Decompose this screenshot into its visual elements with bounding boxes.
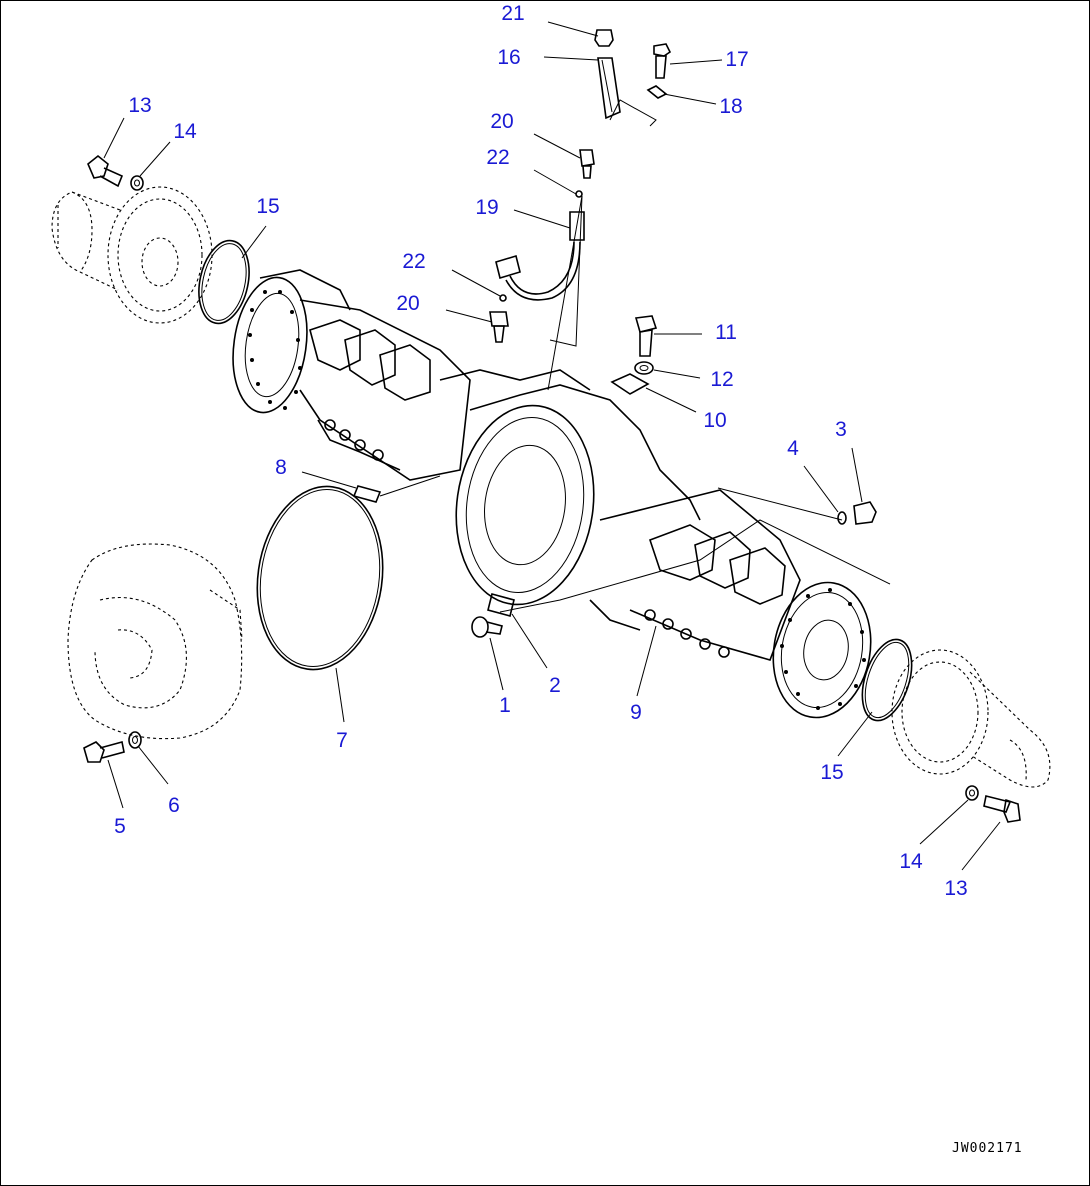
washer-12 [634,361,654,375]
callout-4: 4 [787,437,799,460]
bolt-11 [634,315,658,357]
callout-19: 19 [475,196,499,219]
callout-14-upper-left: 14 [173,120,197,143]
o-ring-22-lower [499,294,507,302]
callout-21: 21 [501,2,525,25]
bolt-5 [83,741,125,763]
callout-9: 9 [630,701,642,724]
callout-18: 18 [719,95,743,118]
right-flange-holes [780,588,866,710]
left-flange-holes [248,290,302,410]
washer-4 [837,511,847,525]
bolt-13-lower-right [983,795,1021,823]
bolt-17 [653,43,672,79]
o-ring-22-upper [575,190,583,198]
differential-assembly [67,543,243,740]
axle-housing [232,269,872,719]
left-final-drive-hub [51,186,213,324]
washer-14-upper-left [130,175,144,191]
callout-14-lower-right: 14 [899,850,923,873]
callout-5: 5 [114,815,126,838]
callout-22-lower: 22 [402,250,426,273]
right-final-drive-hub [891,649,1051,788]
callout-20-lower: 20 [396,292,420,315]
callout-22-upper: 22 [486,146,510,169]
callout-13-upper-left: 13 [128,94,152,117]
guide-lines [379,99,891,613]
cap-21 [594,29,614,47]
plug-1 [471,616,503,638]
bolt-13-upper-left [87,154,124,188]
callout-8: 8 [275,456,287,479]
o-ring-7 [256,485,384,671]
washer-18 [646,85,668,99]
plug-3 [853,501,877,525]
pin-8 [352,485,382,503]
cover-10 [610,373,650,395]
callout-2: 2 [549,674,561,697]
callout-13-lower-right: 13 [944,877,968,900]
o-ring-15-upper-left [198,239,250,325]
leader-lines [103,21,1001,871]
washer-14-lower-right [965,785,979,801]
callout-7: 7 [336,729,348,752]
o-ring-15-lower-right [861,638,913,722]
hose-19 [495,211,585,301]
callout-6: 6 [168,794,180,817]
breather-tube-16 [597,57,621,120]
callout-10: 10 [703,409,727,432]
callout-12: 12 [710,368,734,391]
callout-17: 17 [725,48,749,71]
drawing-reference-code: JW002171 [952,1141,1023,1156]
callout-20-upper: 20 [490,110,514,133]
callout-11: 11 [715,321,737,344]
callout-3: 3 [835,418,847,441]
elbow-20-upper [579,149,595,179]
fitting-20-lower [489,311,509,343]
washer-6 [128,731,142,749]
callout-15-upper-left: 15 [256,195,280,218]
callout-1: 1 [499,694,511,717]
callout-15-lower-right: 15 [820,761,844,784]
nameplate-2 [487,593,515,617]
callout-16: 16 [497,46,521,69]
